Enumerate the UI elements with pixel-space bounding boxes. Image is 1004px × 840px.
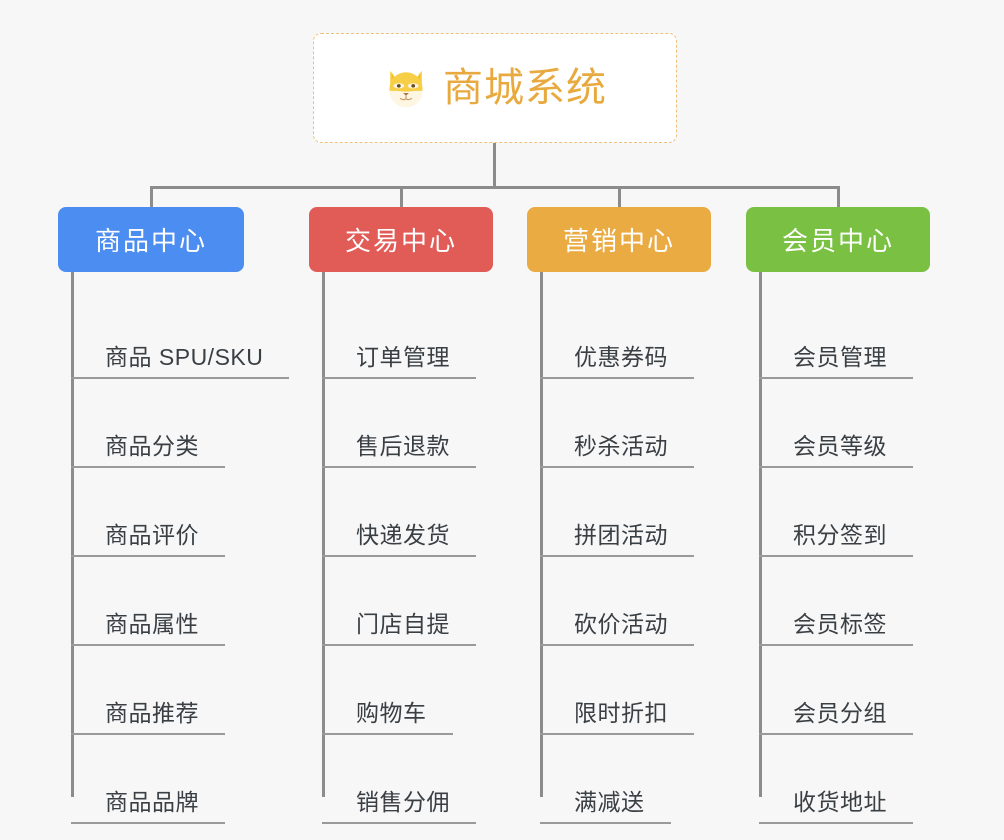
list-item[interactable]: 积分签到 [746,468,930,557]
list-item[interactable]: 商品品牌 [58,735,244,824]
list-item[interactable]: 优惠券码 [527,290,711,379]
list-item[interactable]: 商品 SPU/SKU [58,290,290,379]
connector-drop-3 [618,186,621,208]
connector-drop-1 [150,186,153,208]
column-body-1: 商品 SPU/SKU 商品分类 商品评价 商品属性 商品推荐 商品品牌 [58,272,290,824]
column-header-4[interactable]: 会员中心 [746,207,930,272]
leaf-label: 商品 SPU/SKU [105,343,264,370]
list-item[interactable]: 砍价活动 [527,557,711,646]
list-item[interactable]: 商品推荐 [58,646,244,735]
column-spine-4 [759,272,762,797]
column-header-3[interactable]: 营销中心 [527,207,711,272]
leaf-label: 订单管理 [356,343,450,370]
leaf-label: 商品评价 [105,521,199,548]
column-header-label-1: 商品中心 [94,226,207,256]
leaf-label: 砍价活动 [574,610,668,637]
list-item[interactable]: 购物车 [309,646,493,735]
column-body-2: 订单管理 售后退款 快递发货 门店自提 购物车 销售分佣 [309,272,493,824]
list-item[interactable]: 商品属性 [58,557,244,646]
column-会员中心: 会员中心 会员管理 会员等级 积分签到 会员标签 会员分组 收货地址 [746,207,930,824]
leaf-label: 积分签到 [793,521,887,548]
column-spine-2 [322,272,325,797]
list-item[interactable]: 门店自提 [309,557,493,646]
list-item[interactable]: 销售分佣 [309,735,493,824]
leaf-label: 会员分组 [793,699,887,726]
list-item[interactable]: 会员等级 [746,379,930,468]
leaf-label: 购物车 [356,699,427,726]
leaf-label: 限时折扣 [574,699,668,726]
list-item[interactable]: 拼团活动 [527,468,711,557]
list-item[interactable]: 商品评价 [58,468,244,557]
leaf-label: 优惠券码 [574,343,668,370]
list-item[interactable]: 商品分类 [58,379,244,468]
list-item[interactable]: 秒杀活动 [527,379,711,468]
leaf-label: 商品属性 [105,610,199,637]
leaf-label: 商品品牌 [105,788,199,815]
list-item[interactable]: 快递发货 [309,468,493,557]
leaf-label: 商品推荐 [105,699,199,726]
leaf-label: 会员标签 [793,610,887,637]
leaf-label: 销售分佣 [356,788,450,815]
column-header-2[interactable]: 交易中心 [309,207,493,272]
column-商品中心: 商品中心 商品 SPU/SKU 商品分类 商品评价 商品属性 商品推荐 商品品牌 [58,207,290,824]
leaf-label: 快递发货 [356,521,450,548]
connector-drop-4 [837,186,840,208]
leaf-label: 门店自提 [356,610,450,637]
column-header-label-3: 营销中心 [562,226,675,256]
leaf-label: 收货地址 [793,788,887,815]
list-item[interactable]: 会员分组 [746,646,930,735]
column-营销中心: 营销中心 优惠券码 秒杀活动 拼团活动 砍价活动 限时折扣 满减送 [527,207,711,824]
connector-root-stem [493,143,496,188]
column-spine-1 [71,272,74,797]
column-body-4: 会员管理 会员等级 积分签到 会员标签 会员分组 收货地址 [746,272,930,824]
list-item[interactable]: 订单管理 [309,290,493,379]
leaf-label: 秒杀活动 [574,432,668,459]
list-item[interactable]: 会员管理 [746,290,930,379]
list-item[interactable]: 满减送 [527,735,711,824]
column-header-1[interactable]: 商品中心 [58,207,244,272]
connector-horizontal-bus [151,186,839,189]
root-node[interactable]: 商城系统 [313,33,677,143]
root-title: 商城系统 [443,66,607,110]
list-item[interactable]: 会员标签 [746,557,930,646]
column-header-label-4: 会员中心 [781,226,894,256]
list-item[interactable]: 限时折扣 [527,646,711,735]
leaf-label: 商品分类 [105,432,199,459]
shiba-dog-face-icon [389,70,423,108]
column-body-3: 优惠券码 秒杀活动 拼团活动 砍价活动 限时折扣 满减送 [527,272,711,824]
leaf-label: 拼团活动 [574,521,668,548]
column-spine-3 [540,272,543,797]
connector-drop-2 [400,186,403,208]
leaf-label: 满减送 [574,788,645,815]
leaf-label: 会员管理 [793,343,887,370]
list-item[interactable]: 售后退款 [309,379,493,468]
column-交易中心: 交易中心 订单管理 售后退款 快递发货 门店自提 购物车 销售分佣 [309,207,493,824]
list-item[interactable]: 收货地址 [746,735,930,824]
column-header-label-2: 交易中心 [344,226,457,256]
leaf-label: 会员等级 [793,432,887,459]
leaf-label: 售后退款 [356,432,450,459]
